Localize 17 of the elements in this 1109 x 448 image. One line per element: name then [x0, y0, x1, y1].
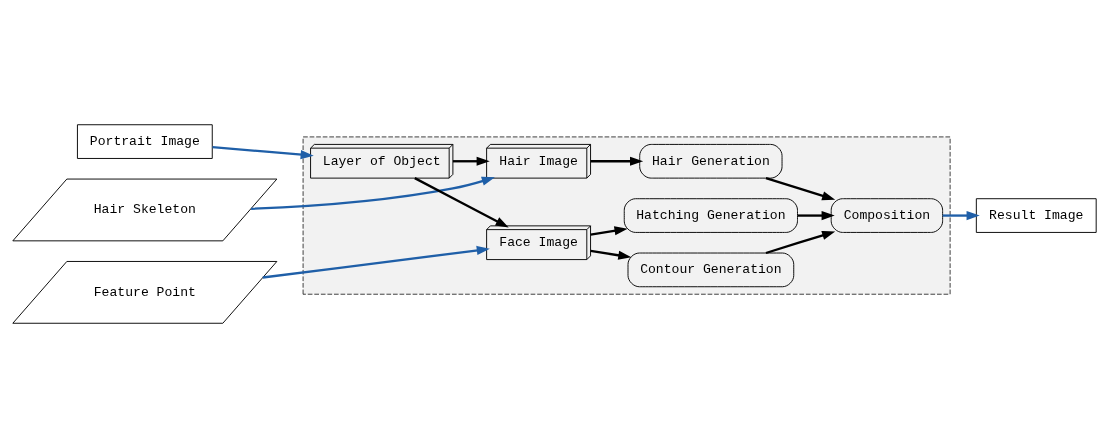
arrow: [452, 156, 490, 166]
arrow: [414, 177, 509, 228]
arrow: [765, 177, 836, 201]
node-box: Contour Generation: [627, 252, 795, 288]
node-box: Composition: [830, 198, 944, 233]
arrow: [590, 249, 632, 260]
arrow: [212, 146, 314, 160]
arrow: [942, 210, 980, 221]
arrow: [251, 176, 495, 210]
node-box: Portrait Image: [76, 124, 213, 159]
arrow: [262, 245, 490, 279]
arrow: [590, 226, 628, 236]
node-box: Result Image: [975, 198, 1097, 233]
node-box: Hair Generation: [639, 143, 783, 179]
arrow: [797, 210, 835, 221]
node-box: Hatching Generation: [623, 198, 798, 233]
arrow: [590, 156, 644, 166]
